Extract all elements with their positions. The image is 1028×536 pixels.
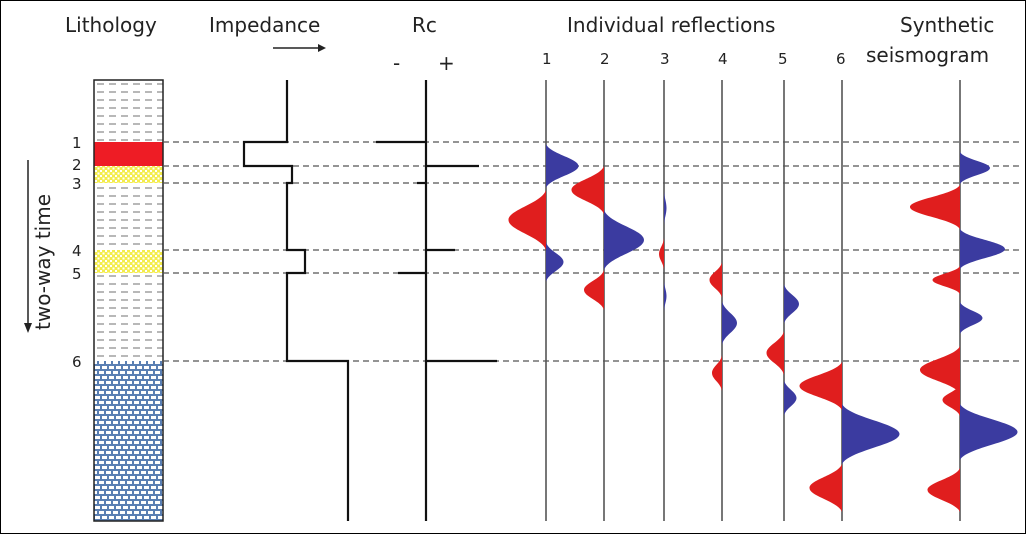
reflection-trace-4 — [709, 80, 737, 521]
reflection-trace-4-lobe-3 — [712, 355, 722, 391]
trace-label-5: 5 — [778, 50, 788, 68]
synthetic-lobe-9 — [927, 468, 960, 512]
reflection-trace-2-lobe-1 — [571, 166, 604, 214]
lithology-unit-shale-lower — [94, 273, 163, 361]
synthetic-lobe-5 — [960, 302, 983, 334]
lithology-unit-yellow-upper — [94, 166, 163, 183]
synthetic-lobe-7 — [942, 384, 960, 416]
lithology-column-border — [93, 79, 164, 522]
synthetic-lobe-4 — [932, 266, 960, 294]
horizon-label-3: 3 — [72, 175, 82, 193]
two-way-time-label: two-way time — [31, 194, 55, 330]
synthetic-header-line1: Synthetic — [900, 13, 994, 37]
rc-plus-sign: + — [438, 51, 455, 75]
reflection-trace-3-lobe-3 — [664, 280, 667, 312]
synthetic-lobe-2 — [910, 185, 960, 229]
reflection-coefficient-log — [376, 80, 497, 521]
horizon-label-4: 4 — [72, 242, 82, 260]
lithology-header: Lithology — [65, 13, 157, 37]
trace-label-6: 6 — [836, 50, 846, 68]
trace-label-1: 1 — [542, 50, 552, 68]
reflection-trace-5-lobe-3 — [784, 380, 797, 416]
lithology-unit-red — [94, 142, 163, 166]
impedance-header: Impedance — [209, 13, 320, 37]
impedance-log — [242, 80, 350, 521]
lithology-unit-limestone — [94, 361, 163, 521]
horizon-label-2: 2 — [72, 156, 82, 174]
horizon-label-5: 5 — [72, 265, 82, 283]
reflection-trace-1-lobe-2 — [508, 190, 546, 250]
synthetic-lobe-8 — [960, 404, 1018, 460]
individual-reflection-traces — [508, 80, 900, 521]
reflection-trace-1 — [508, 80, 579, 521]
reflection-trace-5-lobe-2 — [766, 331, 784, 375]
reflection-trace-2-lobe-2 — [604, 210, 644, 270]
reflection-trace-3-lobe-1 — [664, 190, 667, 226]
impedance-arrow-head — [318, 44, 326, 52]
reflection-trace-2-lobe-3 — [584, 270, 604, 310]
reflection-trace-5 — [766, 80, 799, 521]
individual-reflections-header: Individual reflections — [567, 13, 775, 37]
reflection-trace-3-lobe-2 — [659, 238, 664, 270]
synthetic-header-line2: seismogram — [866, 43, 989, 67]
synthetic-lobe-1 — [960, 152, 990, 184]
rc-minus-sign: - — [393, 51, 400, 75]
horizon-labels: 1 2 3 4 5 6 — [72, 134, 82, 371]
rc-header: Rc — [412, 13, 437, 37]
reflection-trace-1-lobe-1 — [546, 144, 579, 188]
lithology-unit-yellow-lower — [94, 250, 163, 273]
two-way-time-arrow-head — [24, 323, 32, 333]
lithology-unit-shale-top — [94, 80, 163, 142]
trace-label-3: 3 — [660, 50, 670, 68]
trace-label-4: 4 — [718, 50, 728, 68]
synthetic-lobe-6 — [920, 346, 960, 394]
reflection-trace-6-lobe-1 — [799, 362, 842, 410]
reflection-trace-4-lobe-1 — [709, 262, 722, 298]
horizon-label-6: 6 — [72, 353, 82, 371]
synthetic-lobe-3 — [960, 229, 1005, 269]
synthetic-seismogram-trace — [910, 80, 1018, 521]
horizon-label-1: 1 — [72, 134, 82, 152]
reflection-trace-1-lobe-3 — [546, 242, 564, 282]
reflection-trace-6-lobe-3 — [809, 464, 842, 512]
reflection-trace-5-lobe-1 — [784, 284, 799, 324]
trace-label-2: 2 — [600, 50, 610, 68]
reflection-trace-6-lobe-2 — [842, 404, 900, 464]
reflection-trace-2 — [571, 80, 644, 521]
reflection-trace-6 — [799, 80, 900, 521]
lithology-unit-shale-middle — [94, 183, 163, 250]
lithology-column — [93, 79, 164, 522]
reflection-trace-4-lobe-2 — [722, 301, 737, 345]
reflection-trace-3 — [659, 80, 667, 521]
trace-labels: 1 2 3 4 5 6 — [542, 50, 846, 68]
